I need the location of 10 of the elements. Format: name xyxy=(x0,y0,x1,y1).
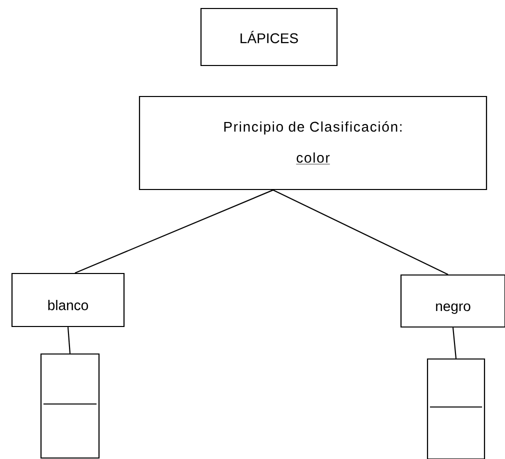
connector-line xyxy=(452,328,457,358)
connector-line xyxy=(272,190,448,275)
subclass-box xyxy=(40,353,100,459)
title-box: LÁPICES xyxy=(200,8,338,66)
connector-line xyxy=(74,190,274,274)
class-box: negro xyxy=(400,274,505,328)
subclass-box xyxy=(426,358,486,459)
class-box: blanco xyxy=(11,272,125,328)
category-box: Principio de Clasificación: color xyxy=(138,96,488,190)
connector-line xyxy=(67,327,71,354)
